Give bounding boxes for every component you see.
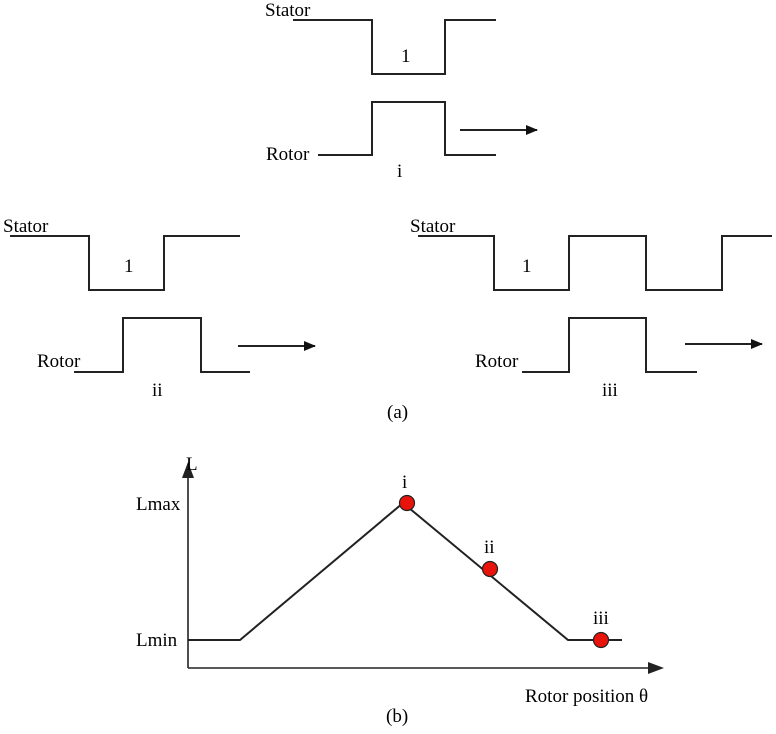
case-iii-label: iii: [602, 380, 618, 401]
stator-profile: [418, 235, 772, 291]
panel-b: L Lmax Lmin Rotor position θ i ii iii (b…: [136, 454, 664, 727]
case-i-label: i: [397, 161, 402, 182]
operating-point-ii: [481, 560, 499, 578]
rotor-profile: [318, 101, 496, 156]
panel-a-caption: (a): [387, 402, 408, 423]
case-ii-diagram: Stator 1 Rotor ii: [3, 216, 316, 401]
x-axis-label: Rotor position θ: [525, 686, 648, 707]
lmax-label: Lmax: [136, 494, 181, 515]
point-ii-label: ii: [484, 537, 495, 558]
rotor-label: Rotor: [266, 144, 310, 165]
rotor-label: Rotor: [37, 351, 81, 372]
rotor-profile: [74, 317, 250, 373]
case-iii-diagram: Stator 1 Rotor iii: [410, 216, 772, 401]
slot-number-label: 1: [124, 256, 134, 277]
operating-point-i: [398, 494, 416, 512]
stator-label: Stator: [265, 0, 311, 21]
panel-b-caption: (b): [386, 706, 408, 727]
x-axis-arrowhead: [648, 662, 664, 674]
panel-a: Stator 1 Rotor i Stator 1 Rotor ii Stato…: [3, 0, 772, 423]
rotor-profile: [522, 317, 697, 373]
point-i-label: i: [402, 472, 407, 493]
slot-number-label: 1: [522, 256, 532, 277]
lmin-label: Lmin: [136, 630, 178, 651]
stator-label: Stator: [3, 216, 49, 237]
stator-label: Stator: [410, 216, 456, 237]
stator-profile: [293, 19, 496, 75]
case-ii-label: ii: [152, 380, 163, 401]
y-axis-arrowhead: [182, 462, 194, 478]
point-iii-label: iii: [593, 608, 609, 629]
y-axis-label: L: [186, 454, 198, 475]
rotor-label: Rotor: [475, 351, 519, 372]
stator-profile: [10, 235, 240, 291]
case-i-diagram: Stator 1 Rotor i: [265, 0, 538, 182]
inductance-profile-curve: [188, 501, 622, 641]
operating-point-iii: [592, 631, 610, 649]
slot-number-label: 1: [401, 46, 411, 67]
